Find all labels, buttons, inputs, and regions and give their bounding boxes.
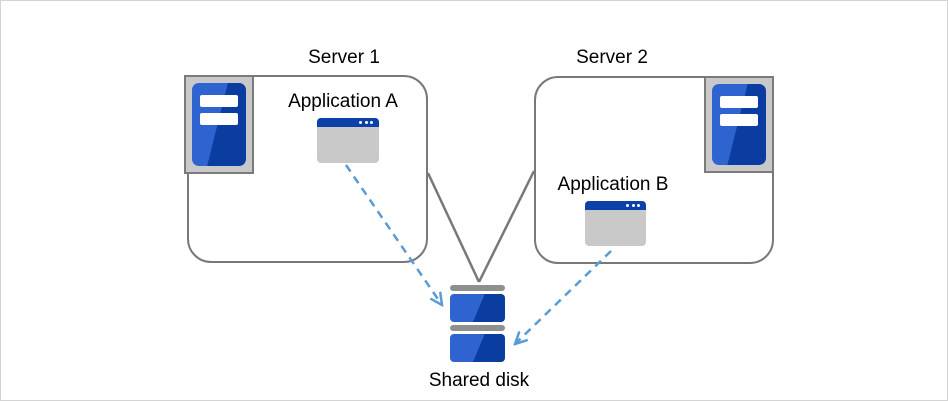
server-tower-shape [192, 83, 246, 166]
application-a-label: Application A [288, 91, 398, 112]
disk-bar [450, 285, 505, 291]
server-slot [200, 113, 238, 125]
disk-block [450, 334, 505, 362]
window-dot [631, 204, 635, 207]
window-dot [359, 121, 362, 124]
window-dot [370, 121, 373, 124]
window-titlebar [317, 118, 379, 127]
window-dot [637, 204, 640, 207]
server-slot [720, 96, 758, 108]
server1-label: Server 1 [308, 47, 380, 68]
window-titlebar [585, 201, 646, 210]
disk-bar [450, 325, 505, 331]
shared-disk-label: Shared disk [428, 370, 530, 391]
application-b-label: Application B [557, 174, 669, 195]
edge-appB-to-disk-arrow [515, 250, 612, 344]
server-icon [704, 76, 774, 173]
app-window-icon [317, 118, 379, 163]
edge-server1-to-disk [426, 172, 481, 283]
disk-block [450, 294, 505, 322]
edge-server2-to-disk [477, 170, 536, 283]
server-icon [184, 75, 254, 174]
window-dot [626, 204, 629, 207]
server-slot [200, 95, 238, 107]
server-slot [720, 114, 758, 126]
window-dot [364, 121, 368, 124]
app-window-icon [585, 201, 646, 246]
server2-label: Server 2 [576, 47, 648, 68]
disk-stack-icon [450, 285, 505, 362]
server-tower-shape [712, 84, 766, 165]
